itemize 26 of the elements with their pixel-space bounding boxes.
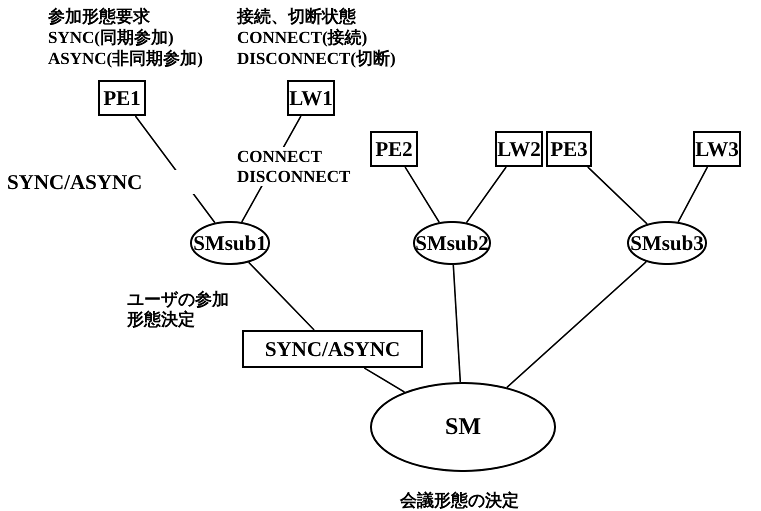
connector-line: [248, 262, 315, 331]
annotation-text: 会議形態の決定: [400, 492, 519, 509]
connector-line: [404, 166, 440, 223]
process-box: PE2: [370, 131, 418, 167]
process-box: PE1: [98, 80, 146, 116]
process-box: LW3: [693, 131, 741, 167]
process-box: PE3: [546, 131, 592, 167]
process-box: LW2: [495, 131, 543, 167]
connector-line: [678, 166, 708, 222]
annotation-text: DISCONNECT(切断): [237, 50, 396, 67]
connector-line: [587, 166, 648, 224]
ellipse-node: SMsub1: [190, 221, 270, 265]
process-box: SYNC/ASYNC: [242, 330, 423, 368]
process-box: LW1: [287, 80, 335, 116]
annotation-text: ASYNC(非同期参加): [48, 50, 203, 67]
connector-line: [452, 264, 462, 382]
ellipse-node: SMsub3: [627, 221, 707, 265]
ellipse-node: SM: [370, 382, 556, 472]
annotation-text: 接続、切断状態: [237, 8, 356, 25]
connector-line: [466, 166, 507, 224]
annotation-text: 参加形態要求: [48, 8, 150, 25]
annotation-text: SYNC(同期参加): [48, 29, 174, 46]
connector-line: [506, 261, 647, 388]
connector-line: [364, 367, 405, 393]
annotation-text: CONNECT(接続): [237, 29, 368, 46]
ellipse-node: SMsub2: [413, 221, 491, 265]
